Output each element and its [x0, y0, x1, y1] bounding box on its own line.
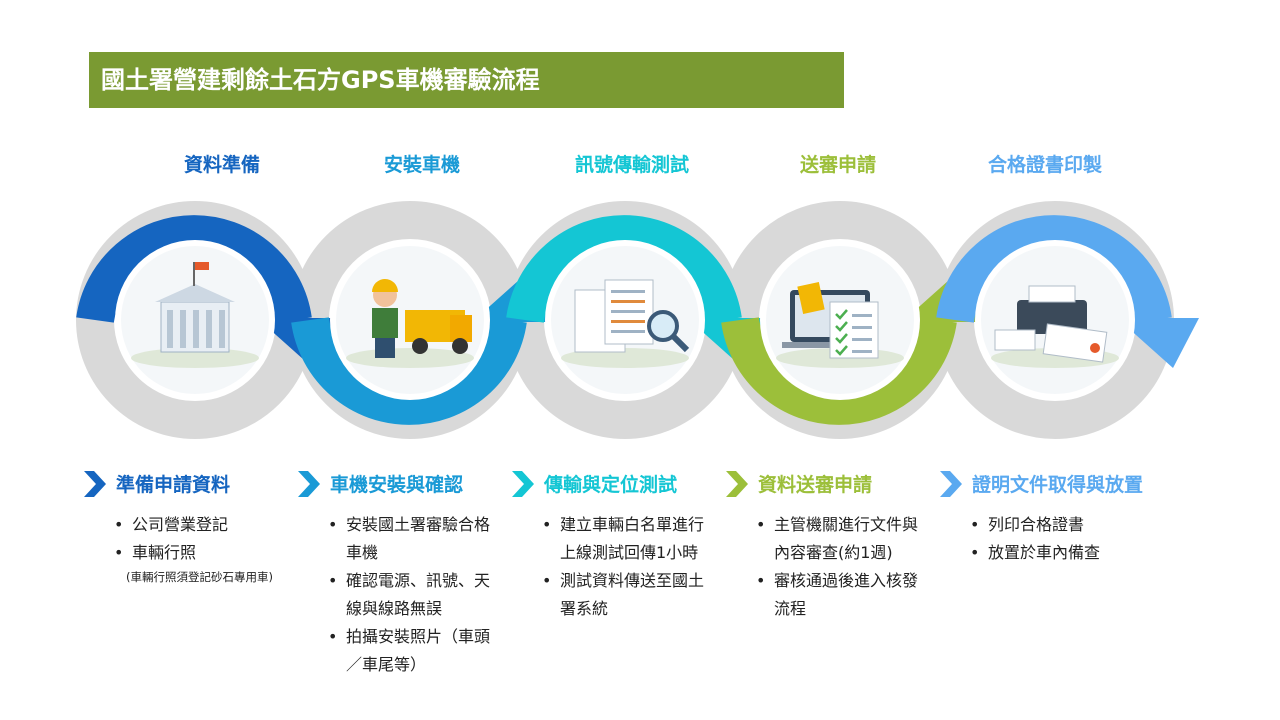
step-title-2: 安裝車機	[383, 154, 460, 176]
list-item: 車輛行照	[114, 539, 289, 567]
laptop-checklist-icon	[760, 240, 920, 400]
arc	[506, 215, 742, 324]
step-detail-3: 傳輸與定位測試建立車輛白名單進行上線測試回傳1小時測試資料傳送至國土署系統	[512, 470, 717, 623]
government-building-icon	[115, 240, 275, 400]
step-title-4: 送審申請	[799, 154, 876, 176]
list-item: 確認電源、訊號、天線與線路無誤	[328, 567, 503, 623]
arc	[76, 215, 312, 324]
list-item: 列印合格證書	[970, 511, 1145, 539]
step-heading-text: 傳輸與定位測試	[544, 474, 678, 496]
step-detail-2: 車機安裝與確認安裝國土署審驗合格車機確認電源、訊號、天線與線路無誤拍攝安裝照片（…	[298, 470, 503, 679]
bullet-list: 安裝國土署審驗合格車機確認電源、訊號、天線與線路無誤拍攝安裝照片（車頭／車尾等）	[298, 511, 503, 679]
note: (車輛行照須登記砂石專用車)	[126, 570, 273, 584]
step-heading: 準備申請資料	[84, 470, 289, 497]
step-heading: 資料送審申請	[726, 470, 931, 497]
chevron-right-icon	[512, 470, 534, 497]
chevron-right-icon	[726, 470, 748, 497]
list-item: 安裝國土署審驗合格車機	[328, 511, 503, 567]
step-heading: 傳輸與定位測試	[512, 470, 717, 497]
list-item: 審核通過後進入核發流程	[756, 567, 931, 623]
step-title-5: 合格證書印製	[987, 154, 1102, 176]
bullet-list: 列印合格證書放置於車內備查	[940, 511, 1145, 567]
arrow-step-5	[936, 215, 1199, 368]
chevron-right-icon	[84, 470, 106, 497]
page-title: 國土署營建剩餘土石方GPS車機審驗流程	[89, 52, 844, 108]
step-heading-text: 車機安裝與確認	[330, 474, 464, 496]
step-detail-1: 準備申請資料公司營業登記車輛行照 (車輛行照須登記砂石專用車)	[84, 470, 289, 587]
bullet-list: 主管機關進行文件與內容審查(約1週)審核通過後進入核發流程	[726, 511, 931, 623]
list-item: 主管機關進行文件與內容審查(約1週)	[756, 511, 931, 567]
step-heading-text: 證明文件取得與放置	[972, 474, 1144, 496]
list-item: 公司營業登記	[114, 511, 289, 539]
step-title-3: 訊號傳輸測試	[574, 154, 689, 176]
bullet-list: 建立車輛白名單進行上線測試回傳1小時測試資料傳送至國土署系統	[512, 511, 717, 623]
list-item: 測試資料傳送至國土署系統	[542, 567, 717, 623]
step-heading-text: 準備申請資料	[116, 474, 231, 496]
list-item: 拍攝安裝照片（車頭／車尾等）	[328, 623, 503, 679]
step-heading: 車機安裝與確認	[298, 470, 503, 497]
worker-truck-icon	[330, 240, 490, 400]
arc	[936, 215, 1172, 324]
bullet-list: 公司營業登記車輛行照	[84, 511, 289, 567]
step-detail-4: 資料送審申請主管機關進行文件與內容審查(約1週)審核通過後進入核發流程	[726, 470, 931, 623]
step-heading: 證明文件取得與放置	[940, 470, 1145, 497]
step-heading-text: 資料送審申請	[758, 474, 873, 496]
arc	[291, 316, 527, 425]
list-item: 放置於車內備查	[970, 539, 1145, 567]
list-item: 建立車輛白名單進行上線測試回傳1小時	[542, 511, 717, 567]
arrowhead	[1117, 318, 1199, 368]
chevron-right-icon	[940, 470, 962, 497]
chevron-right-icon	[298, 470, 320, 497]
step-title-1: 資料準備	[183, 154, 260, 176]
arc	[721, 316, 957, 425]
documents-magnifier-icon	[545, 240, 705, 400]
printer-certificate-icon	[975, 240, 1135, 400]
step-detail-5: 證明文件取得與放置列印合格證書放置於車內備查	[940, 470, 1145, 567]
